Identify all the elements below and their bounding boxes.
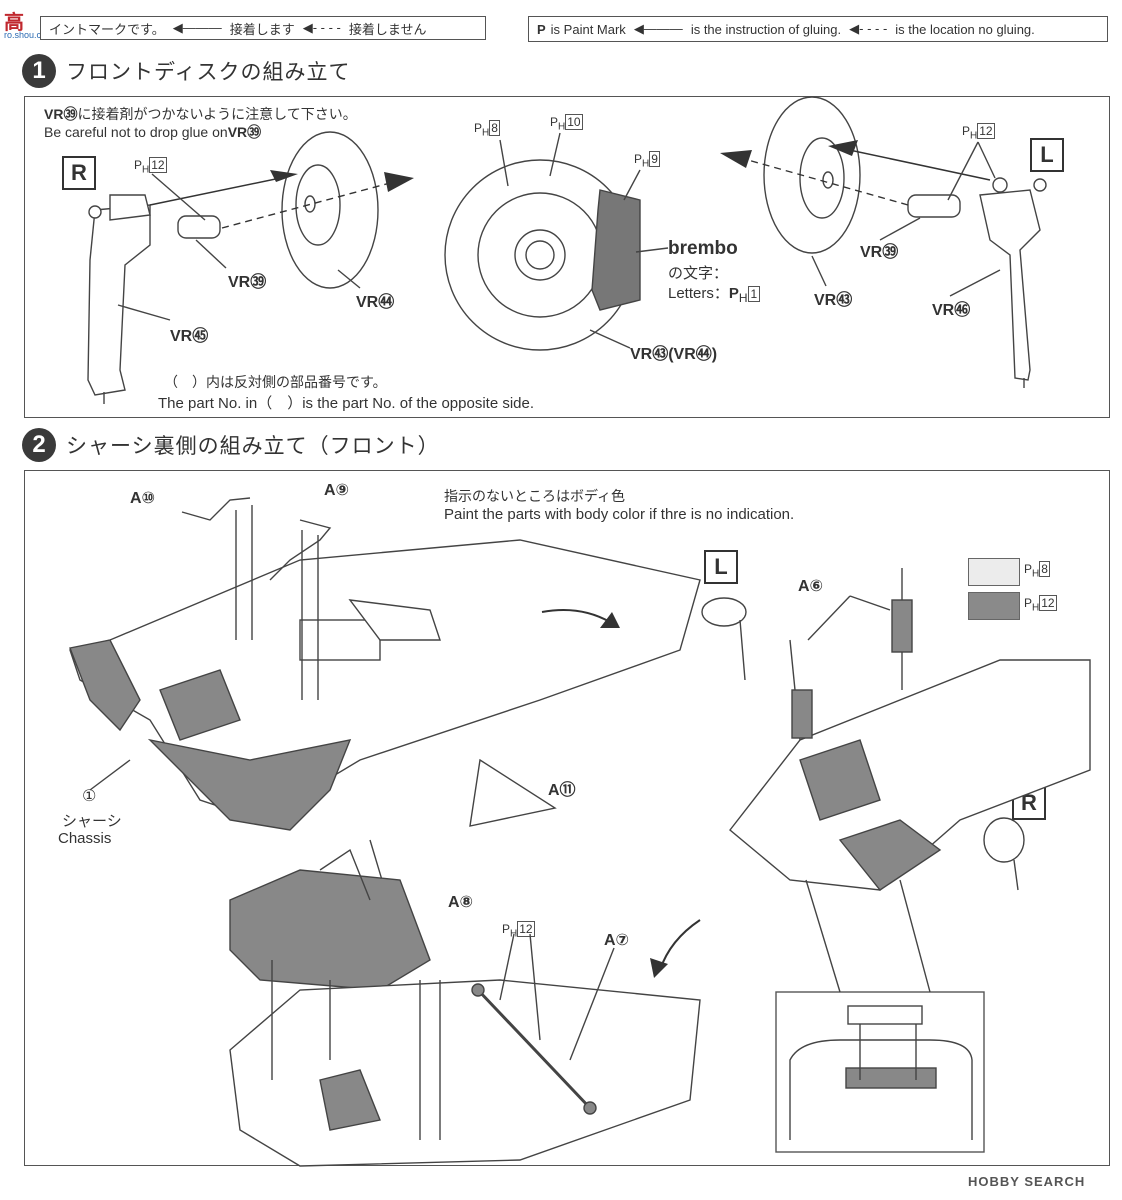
label-vr45: VR㊺	[170, 328, 209, 345]
legend-jp-noglue: 接着しません	[348, 21, 427, 37]
part-a9-drawing	[269, 519, 332, 581]
site-logo: 高	[4, 6, 24, 35]
chassis-label-en: Chassis	[58, 830, 112, 847]
disk-left-drawing	[281, 131, 379, 289]
brembo-logo-text: brembo	[668, 238, 738, 259]
step1-warning-en: Be careful not to drop glue onVR㊴	[44, 122, 261, 142]
strut-mount-right-drawing	[983, 817, 1025, 891]
label-a7: A⑦	[604, 932, 630, 949]
site-logo-url: ro.shou.com	[4, 30, 54, 40]
letters-label-jp: の文字：	[668, 265, 729, 282]
part-a10-drawing	[181, 497, 251, 521]
step1-number: 1	[22, 54, 56, 88]
side-marker-right: R	[62, 156, 96, 190]
site-logo-text: 高	[4, 12, 24, 34]
part-a8-drawing	[229, 848, 431, 991]
legend-en-glue: is the instruction of gluing.	[690, 21, 842, 37]
label-a10: A⑩	[130, 490, 156, 507]
knuckle-left-drawing	[979, 177, 1047, 388]
legend-english: P is Paint Mark ◀——— is the instruction …	[528, 16, 1108, 42]
step2-title: シャーシ裏側の組み立て（フロント）	[66, 435, 440, 458]
legend-japanese: イントマークです。 ◀——— 接着します ◀- - - - 接着しません	[40, 16, 486, 40]
arrow-curve-down	[659, 919, 701, 971]
brake-disk-center-drawing	[444, 159, 641, 351]
chassis-drawing-lower	[229, 979, 701, 1167]
inset-detail-drawing	[789, 1005, 973, 1140]
label-a6: A⑥	[798, 578, 824, 595]
step2-panel	[24, 470, 1110, 1166]
label-vr43: VR㊸	[814, 292, 853, 309]
warning-part-ref: VR㊴	[44, 106, 78, 122]
pin-left-drawing	[177, 215, 221, 239]
watermark-hobbysearch: HOBBY SEARCH	[968, 1174, 1086, 1189]
label-vr44: VR㊹	[356, 294, 395, 311]
paint-mark-icon: P	[537, 21, 546, 37]
swatch-ph8	[968, 558, 1020, 586]
step1-note-en: The part No. in（ ）is the part No. of the…	[158, 395, 535, 412]
chassis-number: ①	[82, 788, 97, 805]
strut-mount-left-drawing	[701, 597, 747, 681]
step2-note-en: Paint the parts with body color if thre …	[444, 506, 795, 523]
chassis-label-jp: シャーシ	[62, 813, 122, 830]
pin-right-drawing	[907, 194, 961, 218]
label-a8: A⑧	[448, 894, 474, 911]
step1-panel	[24, 96, 1110, 418]
arrow-glue-icon: ◀———	[172, 20, 222, 35]
swatch-ph12	[968, 592, 1020, 620]
legend-en-noglue: is the location no gluing.	[895, 21, 1035, 37]
label-a9: A⑨	[324, 482, 350, 499]
chassis-drawing-main	[69, 539, 701, 831]
step2-heading: 2 シャーシ裏側の組み立て（フロント）	[22, 428, 440, 462]
side-marker-left-2: L	[704, 550, 738, 584]
legend-jp-glue: 接着します	[229, 21, 295, 37]
part-a6-shock-drawing	[789, 568, 913, 741]
label-vr39-left: VR㊴	[228, 274, 267, 291]
legend-en-paint: is Paint Mark	[550, 21, 626, 37]
knuckle-right-drawing	[87, 194, 151, 404]
arrow-noglue-icon: ◀- - - -	[302, 20, 341, 35]
step2-note-jp: 指示のないところはボディ色	[444, 488, 626, 504]
warning-en-part-ref: VR㊴	[227, 124, 262, 140]
step2-number: 2	[22, 428, 56, 462]
step1-warning-jp: VR㊴に接着剤がつかないように注意して下さい。	[44, 104, 357, 124]
side-marker-left: L	[1030, 138, 1064, 172]
step1-title: フロントディスクの組み立て	[66, 61, 351, 84]
step1-heading: 1 フロントディスクの組み立て	[22, 54, 351, 88]
label-vr39-right: VR㊴	[860, 244, 899, 261]
arrow-glue-icon: ◀———	[633, 21, 683, 36]
chassis-drawing-right	[729, 659, 1091, 891]
part-a7-drawing	[471, 983, 597, 1115]
arrow-noglue-icon: ◀- - - -	[849, 21, 888, 36]
label-vr43-vr44: VR㊸(VR㊹)	[630, 346, 718, 363]
part-a11-drawing	[469, 758, 557, 827]
label-a11: A⑪	[548, 782, 576, 799]
disk-right-drawing	[763, 96, 861, 254]
arrow-curve-right	[541, 609, 611, 623]
legend-jp-paint: イントマークです。	[49, 21, 165, 37]
warning-jp-text: に接着剤がつかないように注意して下さい。	[77, 106, 357, 122]
warning-en-text: Be careful not to drop glue on	[44, 124, 228, 140]
step1-note-jp: （ ）内は反対側の部品番号です。	[164, 374, 387, 390]
label-vr46: VR㊻	[932, 302, 971, 319]
